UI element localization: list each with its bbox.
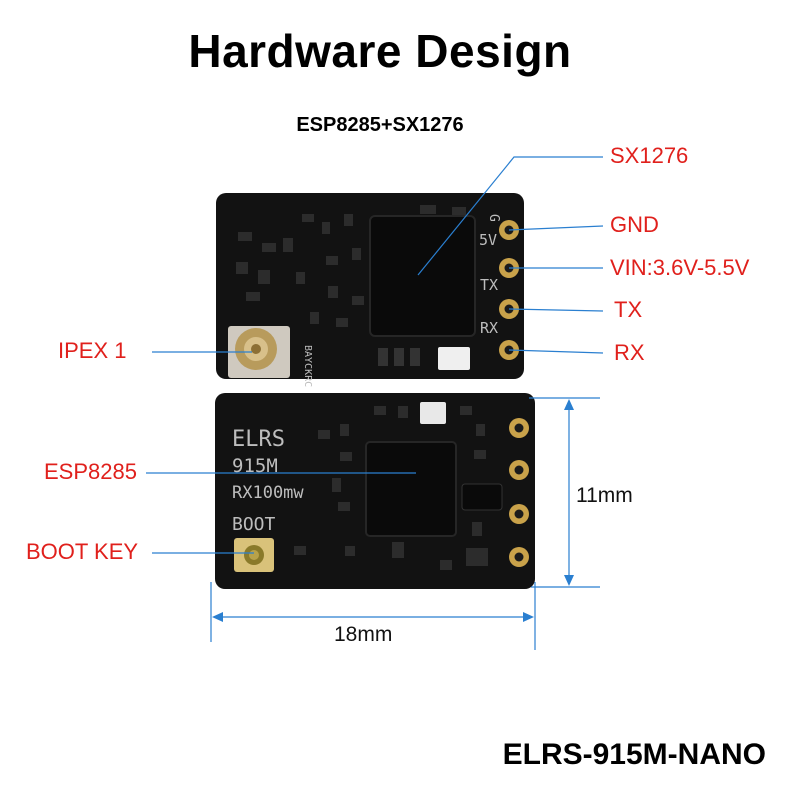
bottom-board-led	[420, 402, 446, 424]
silk-pin-5v: 5V	[479, 231, 497, 249]
boot-key	[234, 538, 274, 572]
dimension-height: 11mm	[576, 484, 633, 507]
bottom-board-pads	[509, 418, 529, 567]
silk-boot: BOOT	[232, 514, 276, 535]
silk-pin-g: G	[486, 214, 501, 222]
top-board-led	[438, 347, 470, 370]
callout-vin: VIN:3.6V-5.5V	[610, 255, 750, 280]
leader-lines	[146, 156, 604, 650]
callout-tx: TX	[614, 297, 643, 322]
callout-ipex: IPEX 1	[58, 338, 127, 363]
silk-pin-rx: RX	[480, 319, 498, 337]
callout-gnd: GND	[610, 212, 659, 237]
top-board: G 5V TX RX BAYCKRC	[216, 193, 524, 387]
leader-gnd	[508, 225, 604, 231]
esp8285-chip	[365, 441, 457, 537]
leader-rx	[508, 349, 604, 354]
model-name: ELRS-915M-NANO	[502, 738, 766, 771]
bottom-board: ELRS 915M RX100mw BOOT	[215, 393, 535, 589]
callout-esp8285: ESP8285	[44, 459, 137, 484]
top-board-pads	[499, 220, 519, 360]
top-board-passives	[378, 348, 420, 366]
ipex-connector	[228, 326, 290, 378]
dimension-width: 18mm	[334, 623, 393, 646]
page-title: Hardware Design	[188, 25, 572, 77]
callout-rx: RX	[614, 340, 645, 365]
chip-subtitle: ESP8285+SX1276	[296, 114, 464, 136]
silk-pin-tx: TX	[480, 276, 498, 294]
silk-line1: ELRS	[232, 427, 285, 452]
silk-line3: RX100mw	[232, 483, 304, 503]
silk-brand: BAYCKRC	[302, 345, 313, 387]
bottom-board-components	[294, 406, 488, 570]
silk-line2: 915M	[232, 455, 278, 477]
callout-boot-key: BOOT KEY	[26, 539, 139, 564]
dimension-arrows	[212, 399, 574, 622]
sx1276-chip	[369, 215, 476, 337]
callout-sx1276: SX1276	[610, 143, 689, 168]
top-board-components	[236, 205, 466, 327]
bottom-board-ic	[461, 483, 503, 511]
leader-sx1276	[417, 156, 603, 276]
leader-tx	[508, 308, 604, 312]
